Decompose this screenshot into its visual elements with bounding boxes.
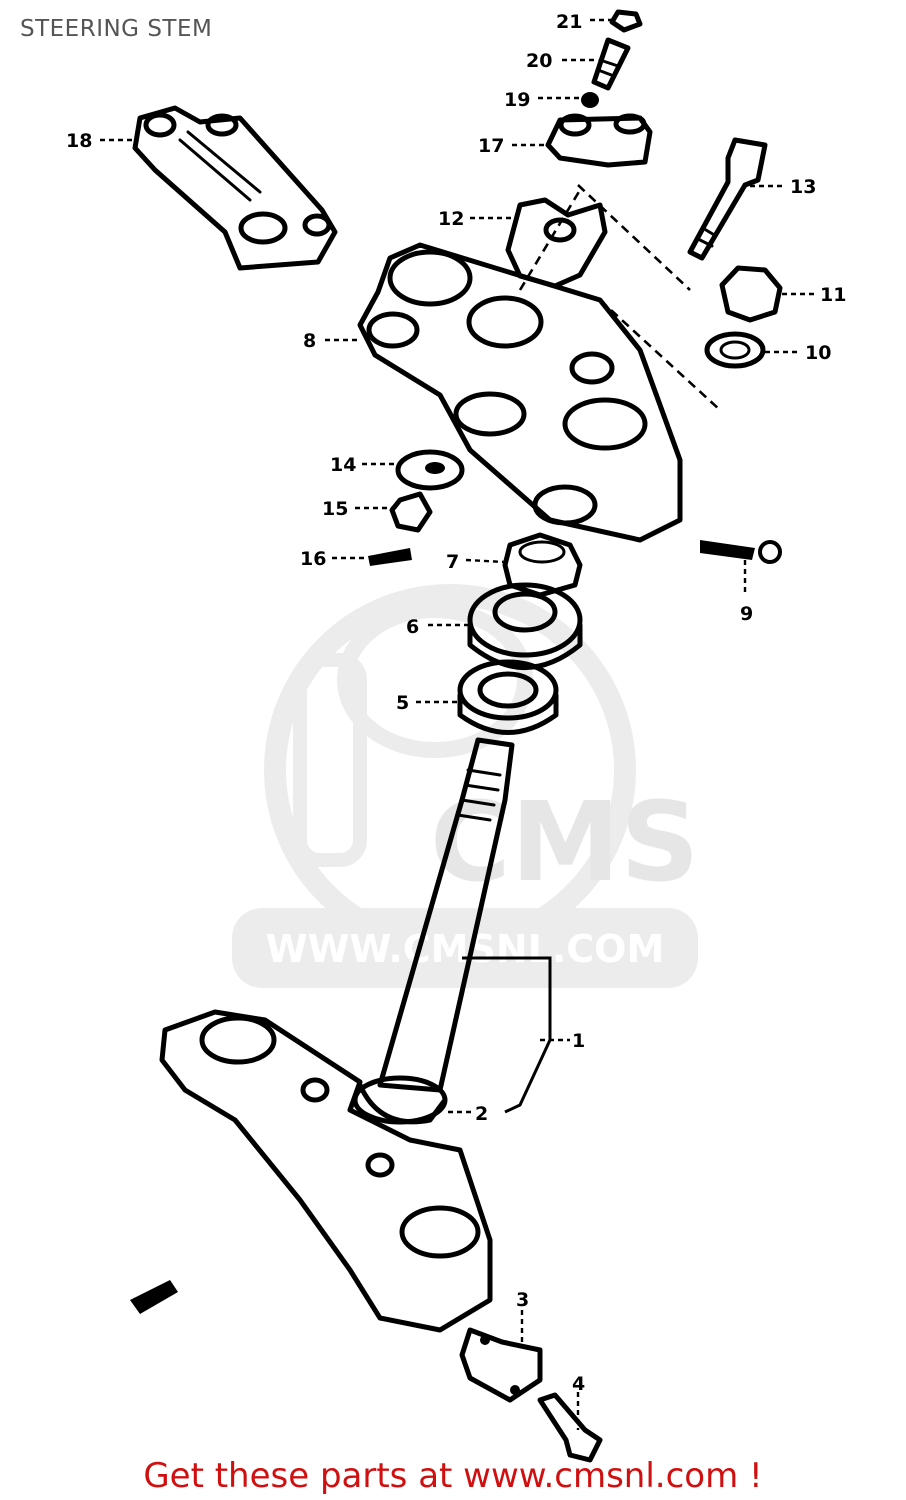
- part-10-washer: [704, 331, 766, 369]
- part-17-upper-holder: [545, 113, 653, 168]
- page-title: STEERING STEM: [20, 16, 213, 42]
- assembly-guide-lines: [518, 184, 721, 411]
- callout-16: 16: [300, 548, 326, 570]
- part-11-cap-nut: [719, 265, 783, 323]
- callout-3: 3: [516, 1289, 529, 1311]
- callout-12: 12: [438, 208, 464, 230]
- part-6-bearing-race: [467, 582, 583, 670]
- callout-1: 1: [572, 1030, 585, 1052]
- callout-21: 21: [556, 11, 582, 33]
- callout-labels: 21 20 19 17 18 13 12 11 10 8 14 15 16: [66, 11, 846, 1430]
- part-14-washer: [395, 449, 465, 491]
- callout-15: 15: [322, 498, 348, 520]
- part-18-handlebar-holder: [132, 105, 338, 271]
- part-5-bearing: [457, 659, 559, 735]
- loose-part-left: [130, 1280, 178, 1314]
- cms-watermark-logo: CMS WWW.CMSNL.COM: [232, 584, 699, 988]
- callout-19: 19: [504, 89, 530, 111]
- callout-17: 17: [478, 135, 504, 157]
- watermark-url: WWW.CMSNL.COM: [266, 927, 665, 971]
- part-20-bolt: [591, 37, 631, 91]
- part-16-bolt: [368, 548, 412, 566]
- callout-14: 14: [330, 454, 356, 476]
- part-8-upper-bracket: [357, 242, 683, 543]
- callout-6: 6: [406, 616, 419, 638]
- part-3-clamp-plate: [459, 1327, 543, 1403]
- callout-5: 5: [396, 692, 409, 714]
- callout-2: 2: [475, 1103, 488, 1125]
- part-7-stem-nut: [502, 532, 583, 598]
- callout-7: 7: [446, 551, 459, 573]
- part-13-bolt: [687, 137, 768, 261]
- lower-bracket: [159, 1009, 493, 1333]
- get-parts-link[interactable]: Get these parts at www.cmsnl.com !: [143, 1456, 763, 1496]
- callout-11: 11: [820, 284, 846, 306]
- part-21-cap: [609, 9, 643, 33]
- callout-8: 8: [303, 330, 316, 352]
- callout-10: 10: [805, 342, 831, 364]
- part-9-bolt: [700, 540, 782, 564]
- part-4-bolt: [537, 1392, 603, 1463]
- part-12-spacer: [505, 197, 608, 289]
- callout-9: 9: [740, 603, 753, 625]
- callout-20: 20: [526, 50, 552, 72]
- part-15-nut: [389, 491, 433, 533]
- callout-18: 18: [66, 130, 92, 152]
- part-19-washer: [581, 92, 599, 108]
- callout-4: 4: [572, 1373, 585, 1395]
- callout-13: 13: [790, 176, 816, 198]
- watermark-brand: CMS: [430, 778, 699, 906]
